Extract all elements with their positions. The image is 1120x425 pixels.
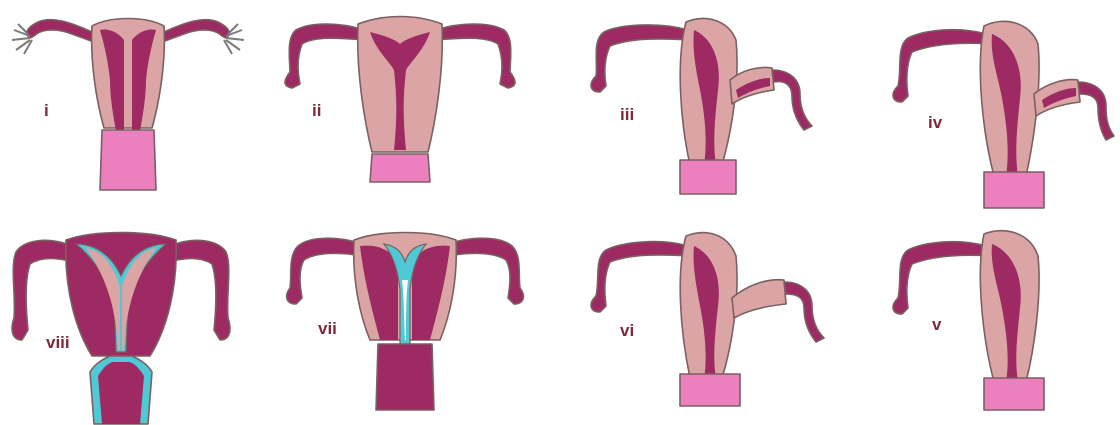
diagram-vii: vii — [287, 233, 524, 411]
label-iv: iv — [928, 113, 943, 132]
left-fallopian-tube — [893, 242, 988, 314]
left-fallopian-tube — [27, 20, 94, 42]
vagina — [98, 362, 144, 424]
right-fallopian-tube — [772, 70, 812, 130]
diagram-v: v — [893, 231, 1044, 410]
right-fallopian-tube — [434, 24, 515, 88]
label-vii: vii — [318, 319, 337, 338]
right-fallopian-tube — [784, 282, 824, 342]
vagina — [984, 172, 1044, 208]
label-viii: viii — [46, 333, 70, 352]
diagram-iii: iii — [591, 19, 812, 194]
vagina — [100, 130, 156, 190]
diagram-vi: vi — [591, 233, 824, 406]
right-fallopian-tube — [162, 20, 229, 42]
right-fallopian-tube — [1078, 82, 1114, 140]
left-fallopian-tube — [285, 24, 366, 88]
vagina — [680, 374, 740, 406]
rudimentary-horn — [732, 280, 786, 318]
left-fallopian-tube — [591, 25, 690, 92]
label-iii: iii — [620, 105, 634, 124]
label-ii: ii — [312, 101, 321, 120]
left-fallopian-tube — [893, 30, 988, 102]
left-fallopian-tube — [591, 242, 690, 312]
label-v: v — [932, 315, 942, 334]
right-fallopian-tube — [448, 238, 523, 304]
left-fallopian-tube — [287, 238, 362, 304]
label-i: i — [44, 101, 49, 120]
vagina — [680, 160, 736, 194]
right-fallopian-tube — [168, 240, 230, 340]
diagram-iv: iv — [893, 21, 1114, 208]
vagina — [984, 378, 1044, 410]
label-vi: vi — [620, 321, 634, 340]
left-fallopian-tube — [12, 240, 74, 340]
diagram-viii: viii — [12, 233, 230, 425]
diagram-ii: ii — [285, 17, 515, 183]
vagina — [370, 154, 430, 182]
diagram-i: i — [12, 19, 244, 191]
vagina — [376, 344, 434, 410]
